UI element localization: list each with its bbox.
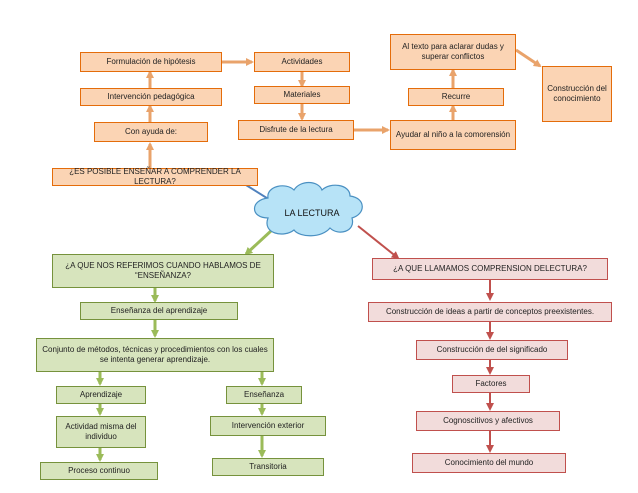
ayudar-nino-box: Ayudar al niño a la comorensión	[390, 120, 516, 150]
link-cloud-to-right	[357, 225, 400, 260]
intervencion-exterior-box: Intervención exterior	[210, 416, 326, 436]
link-cloud-to-left	[244, 228, 274, 256]
cloud-shape	[253, 181, 363, 237]
link-cloud-to-top	[245, 184, 271, 201]
conjunto-metodos-box: Conjunto de métodos, técnicas y procedim…	[36, 338, 274, 372]
intervencion-pedagogica-box: Intervención pedagógica	[80, 88, 222, 106]
transitoria-box: Transitoria	[212, 458, 324, 476]
ensenanza-aprendizaje-box: Enseñanza del aprendizaje	[80, 302, 238, 320]
construccion-ideas-box: Construcción de ideas a partir de concep…	[368, 302, 612, 322]
formulacion-hipotesis-box: Formulación de hipótesis	[80, 52, 222, 72]
aprendizaje-box: Aprendizaje	[56, 386, 146, 404]
al-texto-box: Al texto para aclarar dudas y superar co…	[390, 34, 516, 70]
ensenanza-box: Enseñanza	[226, 386, 302, 404]
disfrute-lectura-box: Disfrute de la lectura	[238, 120, 354, 140]
factores-box: Factores	[452, 375, 530, 393]
construccion-significado-box: Construcción de del significado	[416, 340, 568, 360]
actividades-box: Actividades	[254, 52, 350, 72]
link-altexto-to-construccion	[515, 48, 542, 68]
recurre-box: Recurre	[408, 88, 504, 106]
con-ayuda-box: Con ayuda de:	[94, 122, 208, 142]
conocimiento-mundo-box: Conocimiento del mundo	[412, 453, 566, 473]
central-topic-label: LA LECTURA	[284, 208, 340, 218]
construccion-conocimiento-box: Construcción del conocimiento	[542, 66, 612, 122]
question-que-es-ensenanza: ¿A QUE NOS REFERIMOS CUANDO HABLAMOS DE …	[52, 254, 274, 288]
cognoscitivos-afectivos-box: Cognoscitivos y afectivos	[416, 411, 560, 431]
question-can-teach-reading: ¿ES POSIBLE ENSEÑAR A COMPRENDER LA LECT…	[52, 167, 258, 186]
actividad-individuo-box: Actividad misma del individuo	[56, 416, 146, 448]
proceso-continuo-box: Proceso continuo	[40, 462, 158, 480]
question-comprension-lectura: ¿A QUE LLAMAMOS COMPRENSION DELECTURA?	[372, 258, 608, 280]
materiales-box: Materiales	[254, 86, 350, 104]
